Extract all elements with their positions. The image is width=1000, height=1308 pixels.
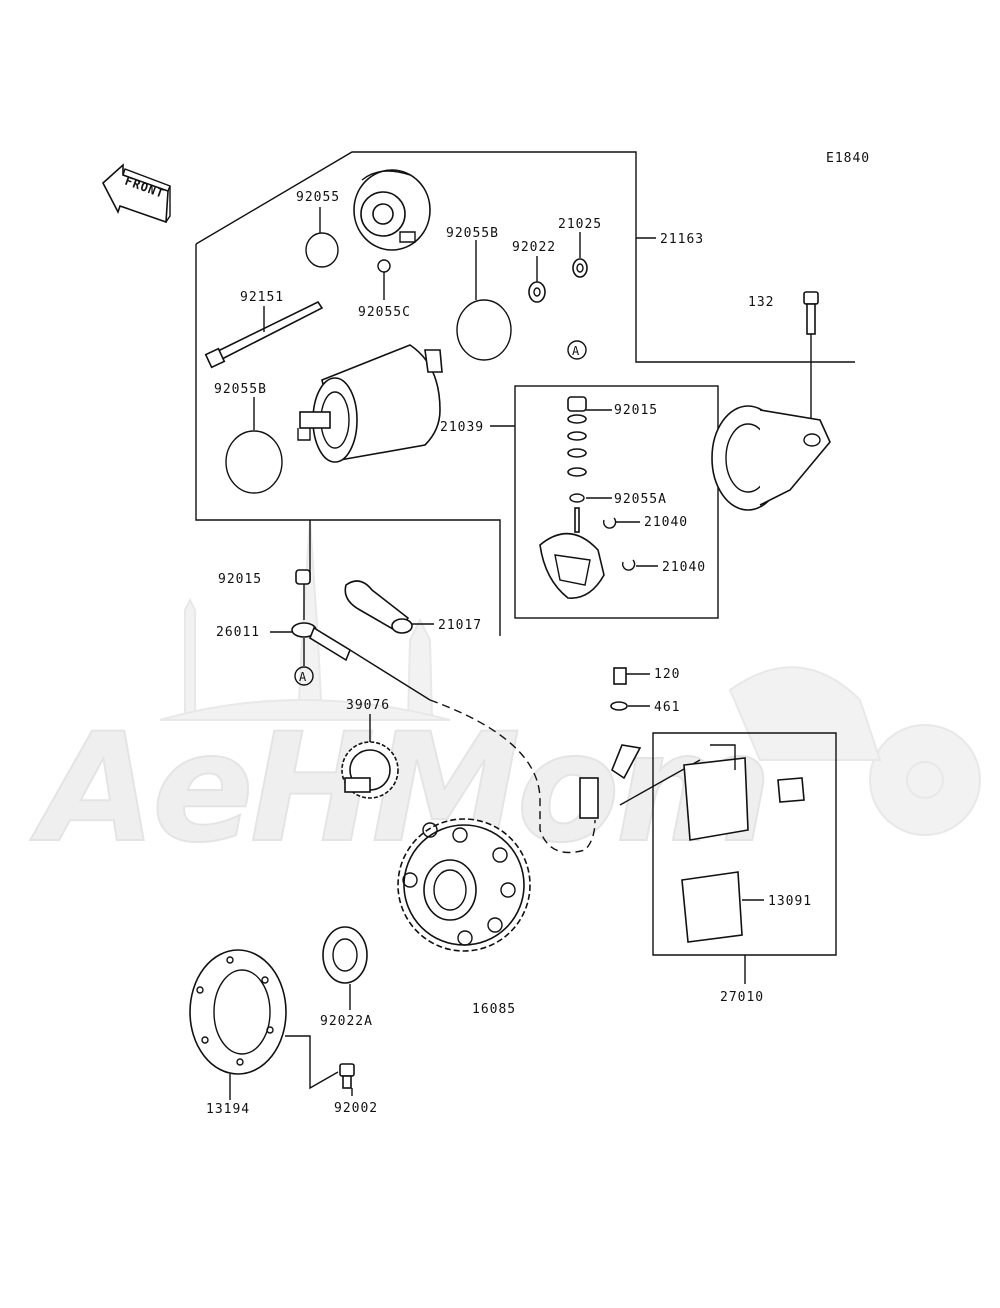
starter-assembly-outline (195, 151, 855, 363)
diagram-code: E1840 (826, 151, 870, 166)
brush-holder-parts (539, 396, 636, 599)
ref-marker-a-top: A (567, 340, 587, 360)
callout-92055b-left: 92055B (214, 382, 267, 397)
callout-92015-top: 92015 (614, 403, 658, 418)
relay-cable-part (579, 667, 701, 819)
callout-92002: 92002 (334, 1101, 378, 1116)
callout-92151: 92151 (240, 290, 284, 305)
callout-120: 120 (654, 667, 680, 682)
washer-92022 (528, 281, 546, 303)
brush-holder-box (514, 385, 719, 619)
starter-motor-part (297, 344, 443, 463)
bolt-92151 (204, 300, 324, 369)
callout-461: 461 (654, 700, 680, 715)
callout-13091: 13091 (768, 894, 812, 909)
ref-marker-a-bottom: A (294, 666, 314, 686)
idle-gear-39076 (341, 741, 399, 799)
washer-92022a (322, 926, 368, 984)
motor-clamp-part (711, 405, 831, 511)
front-arrow-icon: FRONT (102, 163, 171, 224)
callout-labels: 92055 92055C 21025 92022 92055B 21163 92… (206, 190, 812, 1117)
end-cover-part (353, 169, 431, 251)
callout-27010: 27010 (720, 990, 764, 1005)
svg-text:A: A (572, 344, 580, 358)
callout-21017: 21017 (438, 618, 482, 633)
callout-92015-left: 92015 (218, 572, 262, 587)
callout-132: 132 (748, 295, 774, 310)
callout-16085: 16085 (472, 1002, 516, 1017)
watermark-text: AeHMom (30, 702, 768, 876)
nut-21025 (572, 258, 588, 278)
callout-21040-a: 21040 (644, 515, 688, 530)
bolt-92002 (339, 1063, 355, 1089)
callout-92022a: 92022A (320, 1014, 373, 1029)
callout-21025: 21025 (558, 217, 602, 232)
callout-92022: 92022 (512, 240, 556, 255)
callout-21039: 21039 (440, 420, 484, 435)
svg-text:A: A (299, 670, 307, 684)
clutch-13194-part (189, 949, 287, 1075)
bolt-132 (803, 291, 819, 335)
callout-92055c: 92055C (358, 305, 411, 320)
o-ring-92055b-left (225, 430, 283, 494)
callout-21040-b: 21040 (662, 560, 706, 575)
callout-21163: 21163 (660, 232, 704, 247)
watermark: AeHMom (29, 519, 981, 877)
o-ring-92055c (377, 259, 391, 273)
callout-13194: 13194 (206, 1102, 250, 1117)
callout-92055: 92055 (296, 190, 340, 205)
starter-gear-16085 (397, 818, 531, 952)
cable-terminal-parts (291, 569, 596, 854)
relay-13091-part (681, 744, 805, 943)
callout-26011: 26011 (216, 625, 260, 640)
o-ring-92055 (305, 232, 339, 268)
callout-39076: 39076 (346, 698, 390, 713)
callout-92055b-top: 92055B (446, 226, 499, 241)
relay-assembly-box (652, 732, 837, 956)
o-ring-92055b-top (456, 299, 512, 361)
callout-92055a: 92055A (614, 492, 667, 507)
leader-lines (229, 207, 764, 1100)
